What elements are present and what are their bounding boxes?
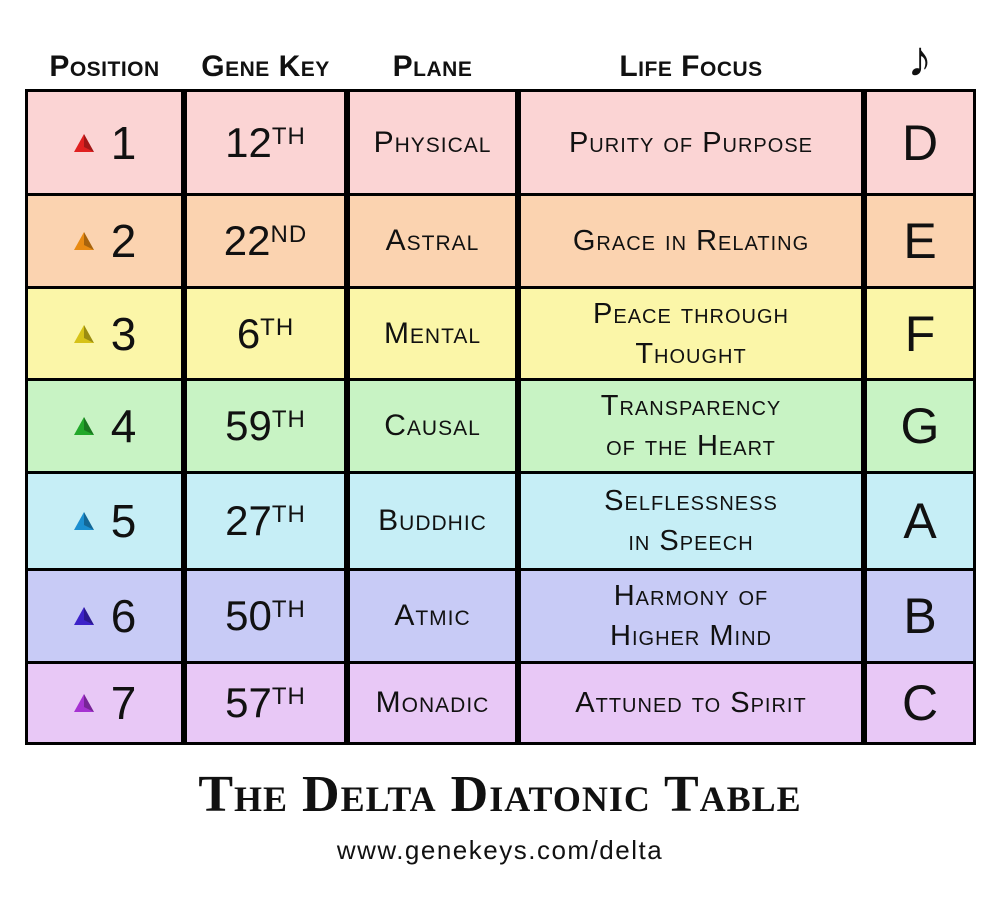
plane-cell: Causal <box>350 381 515 471</box>
musical-note-cell: E <box>867 196 973 286</box>
position-number: 5 <box>110 495 137 547</box>
position-number: 6 <box>110 590 137 642</box>
life-focus-line: Thought <box>635 337 747 370</box>
ordinal-suffix: TH <box>271 596 306 623</box>
life-focus-line: in Speech <box>628 525 754 557</box>
musical-note-cell: C <box>867 664 973 742</box>
triangle-icon <box>73 512 94 530</box>
musical-note-cell: G <box>867 381 973 471</box>
table-title: The Delta Diatonic Table <box>198 766 802 823</box>
triangle-icon <box>73 694 94 712</box>
life-focus-line: Grace in Relating <box>572 225 810 257</box>
ordinal-suffix: TH <box>271 406 306 433</box>
life-focus-line: Peace through <box>593 297 789 330</box>
life-focus-line: of the Heart <box>606 430 776 462</box>
ordinal-suffix: ND <box>270 221 308 248</box>
life-focus-line: Purity of Purpose <box>568 126 814 159</box>
plane-cell: Atmic <box>350 571 515 661</box>
gene-key-number: 50 <box>225 592 272 639</box>
ordinal-suffix: TH <box>271 122 306 150</box>
gene-key-number: 59 <box>225 402 272 449</box>
position-cell: 1 <box>28 92 181 193</box>
life-focus-line: Attuned to Spirit <box>575 687 807 719</box>
musical-note-cell: A <box>867 474 973 568</box>
plane-cell: Mental <box>350 289 515 378</box>
life-focus-cell: Attuned to Spirit <box>521 664 861 742</box>
website-url: www.genekeys.com/delta <box>336 835 664 865</box>
life-focus-line: Harmony of <box>613 580 769 612</box>
gene-key-number: 12 <box>225 118 272 166</box>
header-gene-key: Gene Key <box>201 50 330 83</box>
life-focus-cell: Grace in Relating <box>521 196 861 286</box>
musical-note-cell: F <box>867 289 973 378</box>
triangle-icon <box>73 232 94 250</box>
position-cell: 4 <box>28 381 181 471</box>
position-number: 3 <box>110 307 137 360</box>
musical-note-cell: D <box>867 92 973 193</box>
life-focus-line: Higher Mind <box>610 620 772 652</box>
life-focus-cell: Transparency of the Heart <box>521 381 861 471</box>
position-cell: 6 <box>28 571 181 661</box>
gene-key-number: 22 <box>223 217 271 264</box>
ordinal-suffix: TH <box>260 313 295 341</box>
musical-note-cell: B <box>867 571 973 661</box>
header-position: Position <box>49 50 160 83</box>
triangle-icon <box>73 417 94 435</box>
triangle-icon <box>73 324 94 343</box>
life-focus-line: Transparency <box>600 390 782 422</box>
position-cell: 2 <box>28 196 181 286</box>
position-number: 2 <box>110 215 137 267</box>
plane-cell: Physical <box>350 92 515 193</box>
position-number: 4 <box>110 400 137 452</box>
ordinal-suffix: TH <box>271 683 306 710</box>
header-life-focus: Life Focus <box>619 50 763 83</box>
plane-cell: Monadic <box>350 664 515 742</box>
triangle-icon <box>73 607 94 625</box>
music-note-icon: ♪ <box>907 31 933 87</box>
triangle-icon <box>73 133 94 152</box>
header-plane: Plane <box>392 50 473 83</box>
table-header: Position Gene Key Plane Life Focus ♪ <box>0 31 1000 90</box>
position-cell: 3 <box>28 289 181 378</box>
gene-key-number: 27 <box>225 497 272 544</box>
position-number: 1 <box>110 116 137 169</box>
life-focus-cell: Selflessness in Speech <box>521 474 861 568</box>
plane-cell: Astral <box>350 196 515 286</box>
gene-key-number: 6 <box>236 309 261 357</box>
gene-key-number: 57 <box>225 679 272 726</box>
plane-cell: Buddhic <box>350 474 515 568</box>
life-focus-cell: Purity of Purpose <box>521 92 861 193</box>
position-number: 7 <box>110 677 137 729</box>
life-focus-cell: Harmony of Higher Mind <box>521 571 861 661</box>
position-cell: 7 <box>28 664 181 742</box>
life-focus-line: Selflessness <box>604 485 778 517</box>
position-cell: 5 <box>28 474 181 568</box>
ordinal-suffix: TH <box>271 501 306 528</box>
